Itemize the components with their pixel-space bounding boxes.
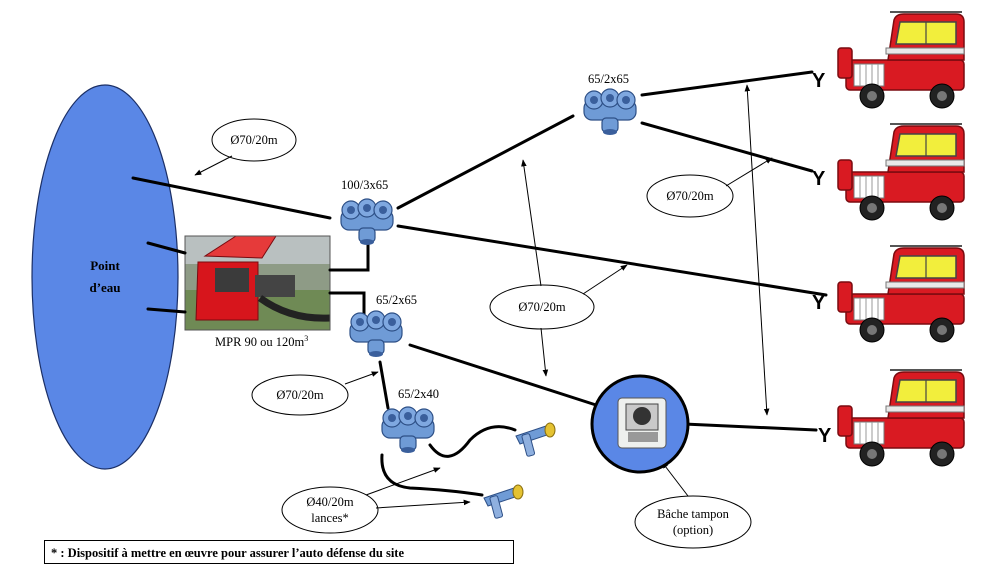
y-connector-4: Y xyxy=(818,425,832,447)
callout-arrows xyxy=(194,84,773,509)
pump-label-main: MPR 90 ou 120m xyxy=(215,335,305,350)
footnote: * : Dispositif à mettre en œuvre pour as… xyxy=(44,540,514,564)
y-connector-2: Y xyxy=(812,168,826,190)
water-source-label: Point d’eau xyxy=(78,255,132,299)
pump-label-sup: 3 xyxy=(304,334,309,343)
callout-bubble-1 xyxy=(211,118,297,162)
callout-text-6: Bâche tampon (option) xyxy=(635,506,751,538)
y-connector-1: Y xyxy=(812,70,826,92)
callout-bubble-4 xyxy=(251,374,349,416)
fire-truck-1 xyxy=(837,11,965,109)
divider-65-2x65-top xyxy=(583,88,637,136)
callout-bubble-6 xyxy=(634,495,752,549)
divider-label-100-3x65: 100/3x65 xyxy=(341,178,389,192)
divider-65-2x65-bottom xyxy=(349,310,403,358)
callout-text-2: Ø70/20m xyxy=(666,189,714,203)
buffer-tank xyxy=(590,374,690,474)
callout-bubble-2 xyxy=(646,174,734,218)
callout-text-6-line1: Bâche tampon xyxy=(657,507,729,521)
callout-bubble-3 xyxy=(489,284,595,330)
divider-label-65-2x65-top: 65/2x65 xyxy=(588,72,629,86)
callout-bubble-5 xyxy=(281,486,379,534)
nozzle-2 xyxy=(483,484,524,520)
callout-text-5-line1: Ø40/20m xyxy=(306,495,354,509)
callout-text-6-line2: (option) xyxy=(672,523,714,537)
y-connector-3: Y xyxy=(812,292,826,314)
divider-100-3x65 xyxy=(340,198,394,246)
divider-label-65-2x65-bottom: 65/2x65 xyxy=(376,293,417,307)
callout-text-5-line2: lances* xyxy=(311,511,349,525)
pump-photo xyxy=(184,235,331,331)
callout-text-1: Ø70/20m xyxy=(230,133,278,147)
pump-label: MPR 90 ou 120m3 xyxy=(215,334,308,350)
nozzle-1 xyxy=(515,422,556,458)
fire-truck-4 xyxy=(837,369,965,467)
fire-truck-3 xyxy=(837,245,965,343)
callout-text-5: Ø40/20m lances* xyxy=(282,494,378,526)
callout-text-3: Ø70/20m xyxy=(518,300,566,314)
callout-text-4: Ø70/20m xyxy=(276,388,324,402)
fire-truck-2 xyxy=(837,123,965,221)
divider-label-65-2x40: 65/2x40 xyxy=(398,387,439,401)
divider-65-2x40 xyxy=(381,406,435,454)
water-source-line2: d’eau xyxy=(89,280,121,295)
water-source-line1: Point xyxy=(90,258,120,273)
